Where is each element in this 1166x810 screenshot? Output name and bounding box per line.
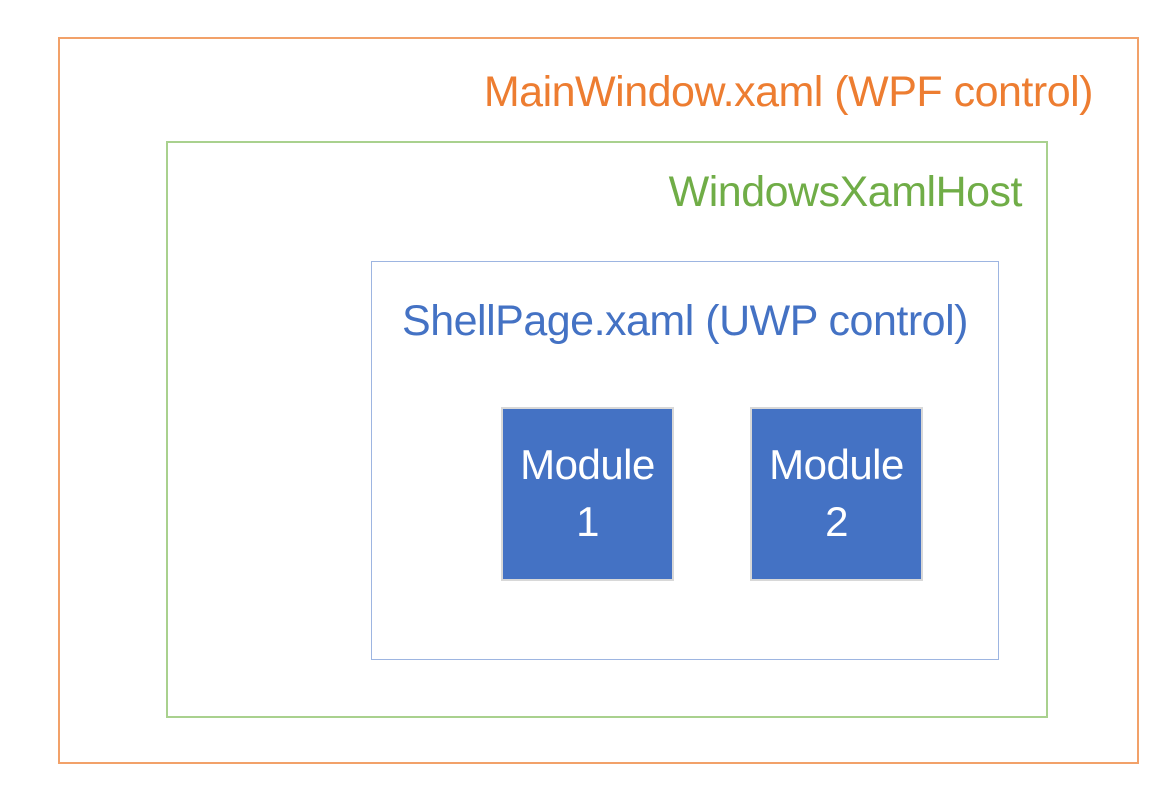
shellpage-uwp-label: ShellPage.xaml (UWP control) — [402, 297, 968, 345]
module-2-label-line2: 2 — [825, 498, 848, 545]
shellpage-uwp-box: ShellPage.xaml (UWP control) Module 1 Mo… — [371, 261, 999, 660]
windows-xaml-host-box: WindowsXamlHost ShellPage.xaml (UWP cont… — [166, 141, 1048, 718]
module-1-box: Module 1 — [501, 407, 674, 581]
mainwindow-wpf-label: MainWindow.xaml (WPF control) — [483, 68, 1094, 116]
module-1-label: Module 1 — [520, 437, 655, 550]
module-1-label-line1: Module — [520, 441, 655, 489]
module-2-label-line1: Module — [769, 441, 904, 489]
module-2-label: Module 2 — [769, 437, 904, 550]
module-1-label-line2: 1 — [576, 498, 599, 545]
mainwindow-wpf-box: MainWindow.xaml (WPF control) WindowsXam… — [58, 37, 1139, 764]
windows-xaml-host-label: WindowsXamlHost — [668, 168, 1023, 216]
module-2-box: Module 2 — [750, 407, 923, 581]
